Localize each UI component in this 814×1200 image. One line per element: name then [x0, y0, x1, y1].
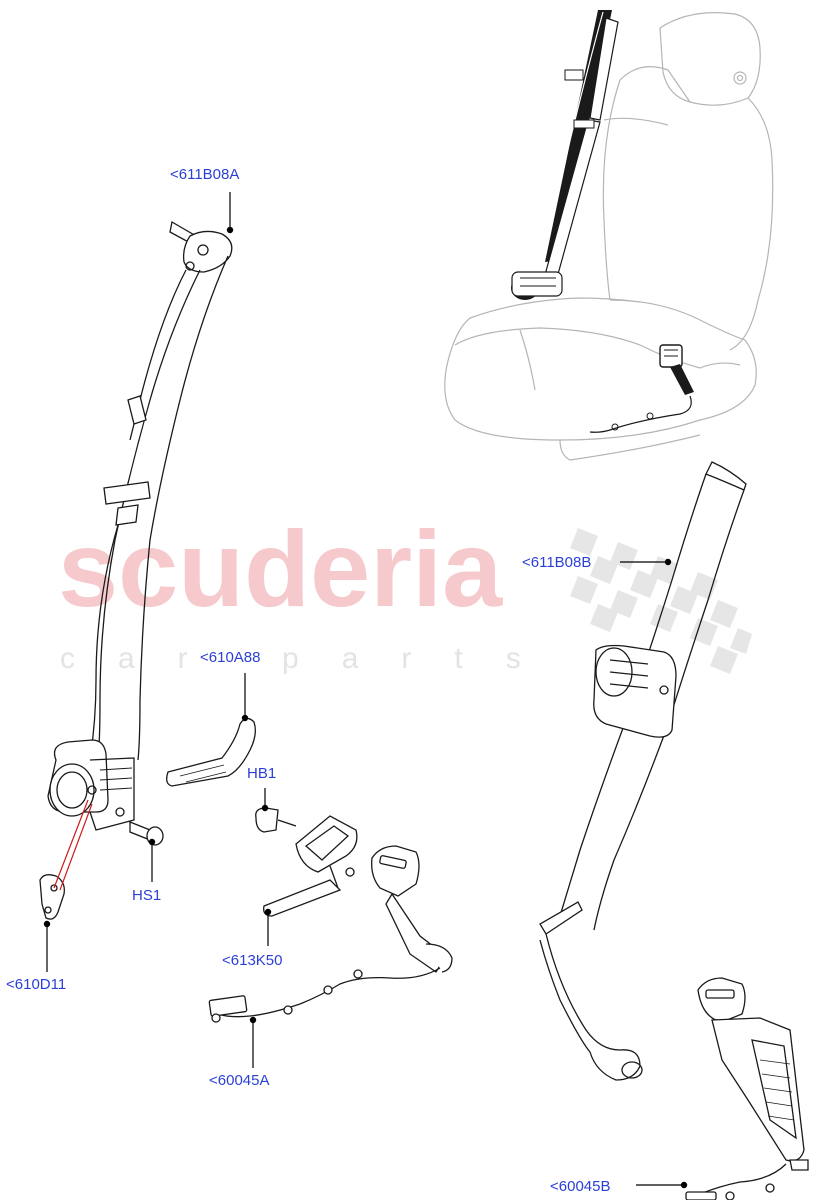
left-seat-belt-assembly — [39, 220, 233, 920]
callout-60045B[interactable]: <60045B — [550, 1178, 611, 1195]
part-611B08B — [539, 461, 747, 1081]
highlight-leader-lines — [53, 799, 93, 891]
callout-HS1[interactable]: HS1 — [132, 887, 162, 904]
seat-mounted-belt — [511, 10, 694, 433]
callout-611B08A[interactable]: <611B08A — [170, 166, 240, 183]
callout-613K50[interactable]: <613K50 — [222, 952, 283, 969]
watermark-tagline: car parts — [60, 642, 564, 675]
part-610A88 — [166, 717, 256, 787]
callout-611B08B[interactable]: <611B08B — [522, 554, 592, 571]
callout-610D11[interactable]: <610D11 — [6, 976, 67, 993]
part-60045B — [685, 977, 809, 1200]
part-613K50 — [255, 807, 358, 917]
leader-lines — [43, 192, 688, 1189]
checkered-flag-watermark — [570, 528, 752, 674]
callout-60045A[interactable]: <60045A — [209, 1072, 270, 1089]
callout-610A88[interactable]: <610A88 — [200, 649, 261, 666]
part-60045A — [208, 845, 453, 1023]
callout-HB1[interactable]: HB1 — [247, 765, 277, 782]
seat-illustration — [444, 12, 774, 461]
watermark-brand: scuderia — [58, 508, 503, 629]
